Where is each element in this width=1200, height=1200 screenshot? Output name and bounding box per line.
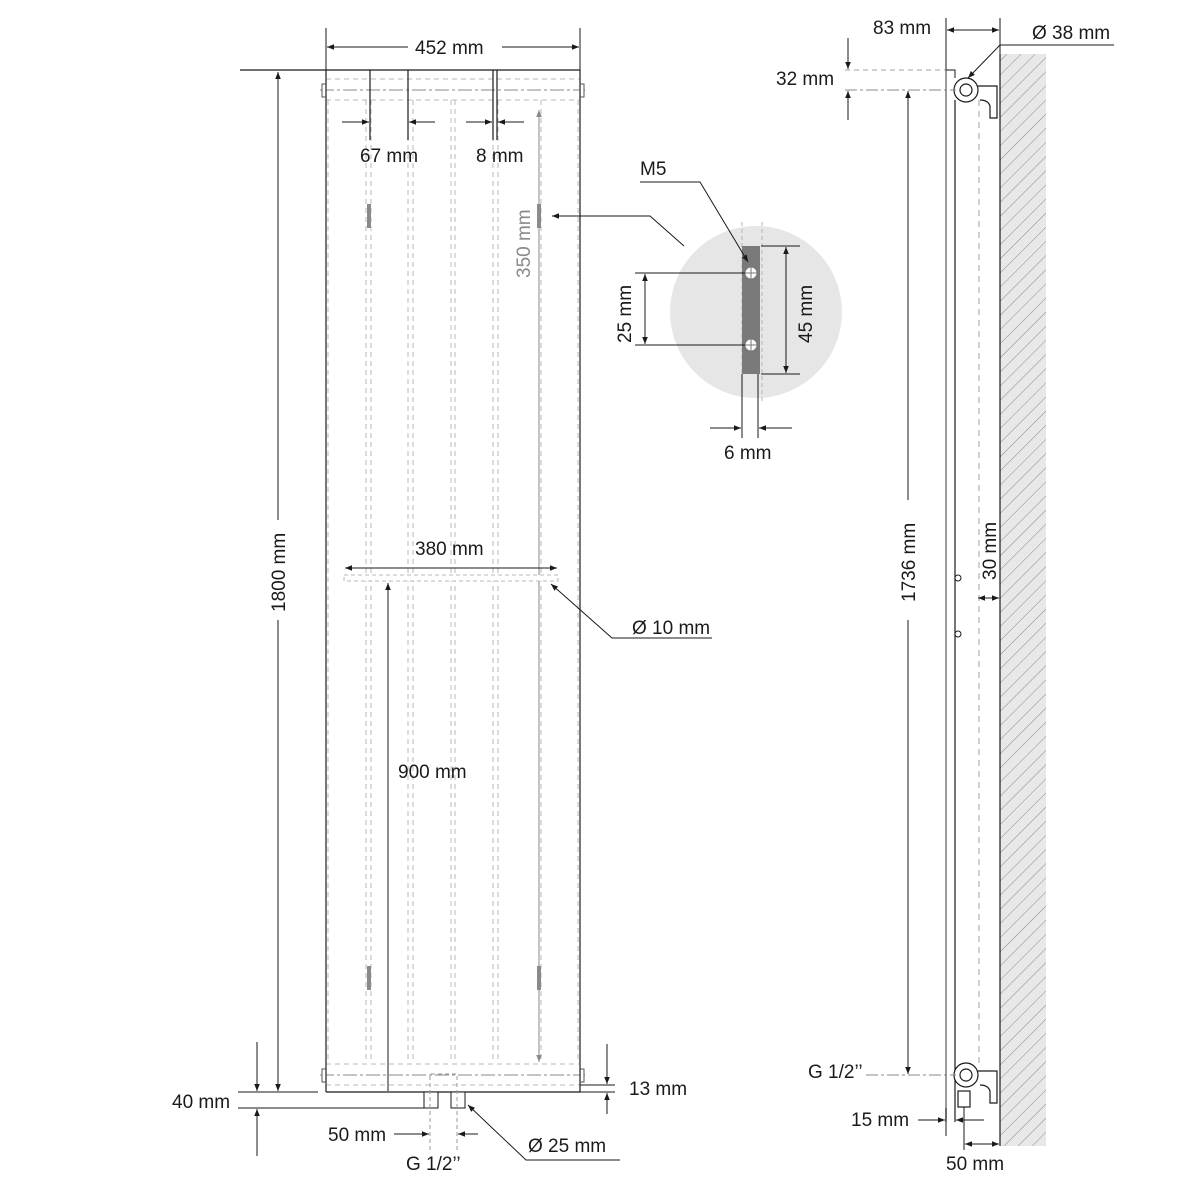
axis-distance-label: 1736 mm [899, 523, 920, 602]
column-width-label: 8 mm [476, 146, 524, 167]
side-view: 83 mm Ø 38 mm 32 mm 1736 mm 30 mm G 1/2’… [776, 18, 1114, 1175]
connection-pipes [423, 1073, 466, 1150]
bottom-offset-label: 13 mm [629, 1079, 687, 1100]
bracket-width-label: 6 mm [724, 443, 772, 464]
bracket-height-label: 45 mm [796, 285, 817, 343]
top-pipe-bracket [953, 77, 998, 119]
width-dimension: 452 mm [325, 28, 581, 70]
detail-pointer-line [552, 213, 685, 247]
bracket-spacing-label: 350 mm [514, 209, 535, 278]
wall-gap-label: 30 mm [980, 522, 1001, 580]
rail-diameter-label: Ø 10 mm [632, 618, 710, 639]
panel-thickness-label: 15 mm [851, 1110, 909, 1131]
bottom-pipe-bracket [953, 1062, 998, 1108]
thread-label: G 1/2’’ [808, 1062, 863, 1083]
towel-rail: 380 mm [343, 539, 559, 582]
bracket-plate [742, 246, 760, 374]
screw-label: M5 [640, 159, 666, 180]
bracket-detail: M5 25 mm 45 mm 6 mm [615, 159, 842, 464]
pipe-diameter-label: Ø 38 mm [1032, 23, 1110, 44]
floor-clearance-label: 40 mm [172, 1092, 230, 1113]
height-dimension: 1800 mm [269, 72, 290, 1091]
mounting-brackets [367, 204, 541, 990]
screw-holes [744, 266, 758, 352]
bracket-spacing-dimension: 350 mm [511, 110, 542, 1062]
bottom-offset-dimension: 13 mm [580, 1044, 687, 1114]
column-spacing-dimension: 67 mm [342, 119, 435, 167]
width-label: 452 mm [415, 38, 484, 59]
height-label: 1800 mm [269, 533, 290, 612]
column-spacing-label: 67 mm [360, 146, 418, 167]
top-manifold [320, 78, 585, 101]
hole-spacing-label: 25 mm [615, 285, 636, 343]
connection-thread-label: G 1/2’’ [406, 1154, 461, 1175]
rail-height-dimension: 900 mm [385, 583, 467, 1091]
connection-spacing-label: 50 mm [328, 1125, 386, 1146]
rail-diameter-callout: Ø 10 mm [550, 583, 712, 639]
rail-height-label: 900 mm [398, 762, 467, 783]
depth-label: 83 mm [873, 18, 931, 39]
bottom-manifold [320, 1063, 585, 1086]
connection-spacing-dimension: 50 mm G 1/2’’ [328, 1125, 478, 1175]
top-offset-label: 32 mm [776, 69, 834, 90]
column-width-dimension: 8 mm [466, 119, 524, 167]
connection-wall-label: 50 mm [946, 1154, 1004, 1175]
wall [1000, 54, 1046, 1146]
column-reference-lines [369, 70, 498, 140]
front-view: 350 mm 452 mm 67 mm 8 mm 1800 m [172, 28, 712, 1175]
rail-width-label: 380 mm [415, 539, 484, 560]
floor-clearance-dimension: 40 mm [172, 1042, 430, 1156]
connection-diameter-label: Ø 25 mm [528, 1136, 606, 1157]
connection-diameter-callout: Ø 25 mm [467, 1104, 620, 1161]
